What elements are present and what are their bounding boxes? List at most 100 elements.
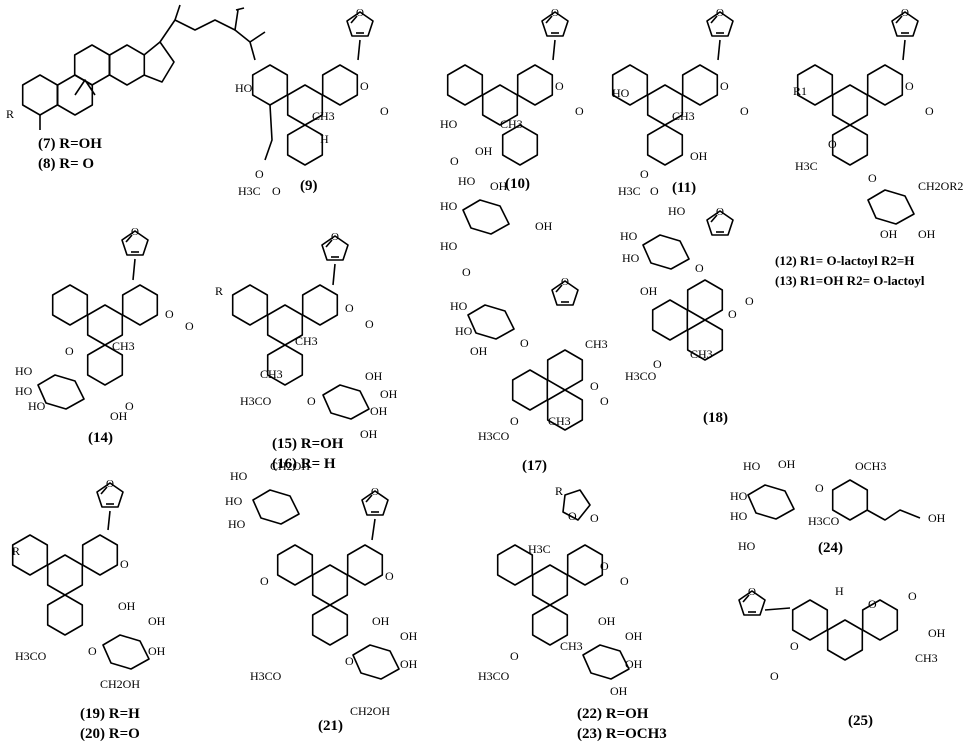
atom-label: R xyxy=(215,284,223,298)
atom-label: OH xyxy=(690,149,708,163)
compound-label: (9) xyxy=(300,178,318,194)
compound-label: (16) R= H xyxy=(272,456,336,472)
atom-label: OH xyxy=(470,344,488,358)
atom-label: OH xyxy=(400,657,418,671)
atom-label: HO xyxy=(230,469,248,483)
atom-label: OH xyxy=(640,284,658,298)
atom-label: OH xyxy=(918,227,936,241)
atom-label: O xyxy=(185,319,194,333)
atom-label: O xyxy=(555,79,564,93)
atom-label: HO xyxy=(15,364,33,378)
atom-label: OH xyxy=(490,179,508,193)
atom-label: CH3 xyxy=(260,367,283,381)
atom-label: OH xyxy=(148,614,166,628)
atom-label: CH3 xyxy=(672,109,695,123)
atom-label: CH3 xyxy=(295,334,318,348)
structure-25: O O H O O OH CH3 (25) xyxy=(738,584,946,729)
atom-label: OH xyxy=(365,369,383,383)
compound-label: (14) xyxy=(88,430,113,446)
atom-label: HO xyxy=(622,251,640,265)
atom-label: H3CO xyxy=(478,669,510,683)
atom-label: H3C xyxy=(528,542,551,556)
atom-label: O xyxy=(828,137,837,151)
atom-label: OH xyxy=(370,404,388,418)
atom-label: O xyxy=(345,654,354,668)
atom-label: CH3 xyxy=(112,339,135,353)
atom-label: OH xyxy=(475,144,493,158)
atom-label: O xyxy=(815,481,824,495)
atom-label: O xyxy=(745,294,754,308)
atom-label: O xyxy=(620,574,629,588)
atom-label: O xyxy=(272,184,281,198)
atom-label: R xyxy=(6,107,14,121)
atom-label: O xyxy=(653,357,662,371)
atom-label: O xyxy=(520,336,529,350)
compound-label: (25) xyxy=(848,713,873,729)
atom-label: O xyxy=(120,557,129,571)
atom-label: O xyxy=(260,574,269,588)
atom-label: OH xyxy=(400,629,418,643)
atom-label: O xyxy=(770,669,779,683)
atom-label: O xyxy=(575,104,584,118)
atom-label: O xyxy=(360,79,369,93)
atom-label: OH xyxy=(625,657,643,671)
structure-11: O O HO CH3 OH O H3C O (11) xyxy=(611,6,749,198)
structure-21: HO CH2OH HO HO O O O H3CO OH OH OH CH2OH… xyxy=(225,459,418,734)
compound-label: (21) xyxy=(318,718,343,734)
atom-label: HO xyxy=(668,204,686,218)
atom-label: HO xyxy=(440,239,458,253)
atom-label: HO xyxy=(455,324,473,338)
atom-label: O xyxy=(640,167,649,181)
atom-label: O xyxy=(720,79,729,93)
compound-label: (22) R=OH xyxy=(577,706,649,722)
atom-label: CH2OH xyxy=(100,677,140,691)
atom-label: O xyxy=(868,171,877,185)
atom-label: OH xyxy=(778,457,796,471)
atom-label: HO xyxy=(612,86,630,100)
atom-label: O xyxy=(925,104,934,118)
compound-label: (11) xyxy=(672,180,696,196)
atom-label: O xyxy=(255,167,264,181)
atom-label: HO xyxy=(730,489,748,503)
structure-22-23: R O O O O H3C CH3 O H3CO OH OH OH OH (22… xyxy=(478,484,667,742)
atom-label: R1 xyxy=(793,84,807,98)
atom-label: H3C xyxy=(795,159,818,173)
compound-label: (15) R=OH xyxy=(272,436,344,452)
compound-label: (24) xyxy=(818,540,843,556)
atom-label: H3CO xyxy=(240,394,272,408)
atom-label: O xyxy=(385,569,394,583)
atom-label: HO xyxy=(738,539,756,553)
compound-label: (19) R=H xyxy=(80,706,140,722)
atom-label: R xyxy=(555,484,563,498)
atom-label: O xyxy=(905,79,914,93)
compound-label: (7) R=OH xyxy=(38,136,102,152)
atom-label: OH xyxy=(360,427,378,441)
atom-label: CH2OH xyxy=(350,704,390,718)
atom-label: O xyxy=(600,394,609,408)
atom-label: CH3 xyxy=(500,117,523,131)
compound-label: (8) R= O xyxy=(38,156,94,172)
atom-label: H3CO xyxy=(250,669,282,683)
atom-label: H3CO xyxy=(478,429,510,443)
atom-label: OH xyxy=(625,629,643,643)
structure-10: O O HO CH3 OH O (10) xyxy=(440,6,584,192)
atom-label: O xyxy=(165,307,174,321)
atom-label: HO xyxy=(458,174,476,188)
atom-label: O xyxy=(510,414,519,428)
atom-label: O xyxy=(650,184,659,198)
compound-label: (23) R=OCH3 xyxy=(577,726,667,742)
atom-label: O xyxy=(462,265,471,279)
atom-label: H3C xyxy=(618,184,641,198)
atom-label: HO xyxy=(440,117,458,131)
atom-label: O xyxy=(450,154,459,168)
atom-label: O xyxy=(510,649,519,663)
atom-label: HO xyxy=(28,399,46,413)
atom-label: H3CO xyxy=(625,369,657,383)
atom-label: CH3 xyxy=(915,651,938,665)
compound-label: (20) R=O xyxy=(80,726,140,742)
atom-label: H3CO xyxy=(808,514,840,528)
atom-label: O xyxy=(88,644,97,658)
atom-label: O xyxy=(307,394,316,408)
atom-label: CH3 xyxy=(690,347,713,361)
